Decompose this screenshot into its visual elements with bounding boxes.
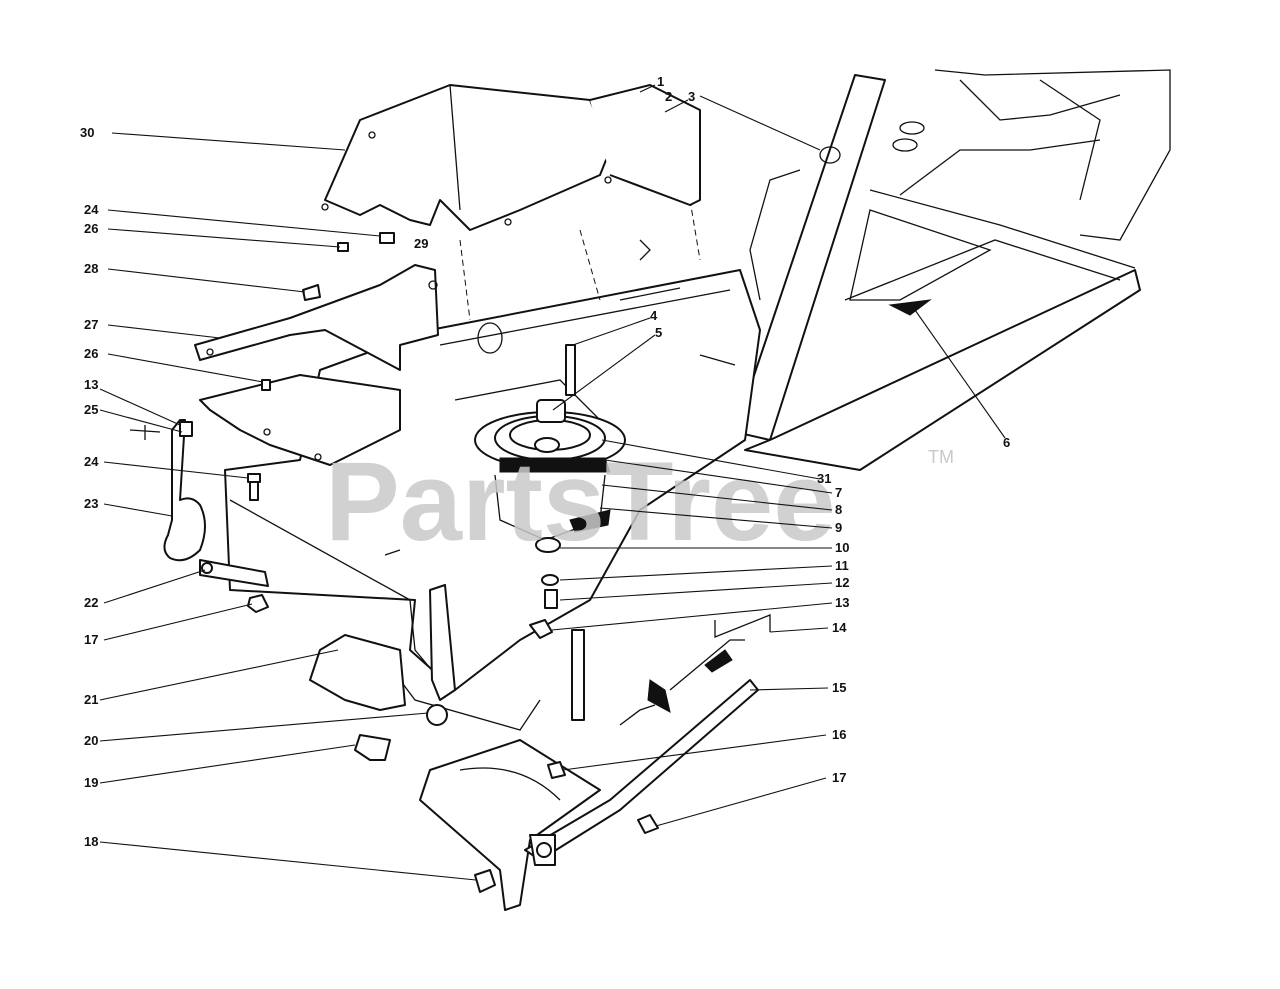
callout-12: 12 bbox=[835, 575, 849, 590]
callout-14: 14 bbox=[832, 620, 847, 635]
callout-29: 29 bbox=[414, 236, 428, 251]
callout-22: 22 bbox=[84, 595, 98, 610]
callout-25: 25 bbox=[84, 402, 98, 417]
leader-lines bbox=[99, 84, 1006, 881]
callout-16: 16 bbox=[832, 727, 846, 742]
callout-24-upper: 24 bbox=[84, 202, 99, 217]
belt-guard bbox=[321, 84, 701, 231]
callout-13-right: 13 bbox=[835, 595, 849, 610]
callout-2: 2 bbox=[665, 89, 672, 104]
watermark: PartsTree bbox=[325, 439, 836, 564]
callout-4: 4 bbox=[650, 308, 658, 323]
watermark-trademark: TM bbox=[928, 447, 954, 467]
callout-10: 10 bbox=[835, 540, 849, 555]
callout-26-upper: 26 bbox=[84, 221, 98, 236]
linkage bbox=[129, 232, 395, 613]
callout-30: 30 bbox=[80, 125, 94, 140]
callout-5: 5 bbox=[655, 325, 662, 340]
callout-3: 3 bbox=[688, 89, 695, 104]
pedal-assembly bbox=[309, 584, 771, 911]
callout-17-left: 17 bbox=[84, 632, 98, 647]
callout-21: 21 bbox=[84, 692, 98, 707]
brackets bbox=[194, 264, 439, 466]
callout-23: 23 bbox=[84, 496, 98, 511]
callout-24-lower: 24 bbox=[84, 454, 99, 469]
pulley-assembly bbox=[474, 344, 626, 639]
callout-20: 20 bbox=[84, 733, 98, 748]
callout-8: 8 bbox=[835, 502, 842, 517]
callout-13-left: 13 bbox=[84, 377, 98, 392]
callout-28: 28 bbox=[84, 261, 98, 276]
callout-31: 31 bbox=[817, 471, 831, 486]
callout-19: 19 bbox=[84, 775, 98, 790]
callout-17-right: 17 bbox=[832, 770, 846, 785]
callout-1: 1 bbox=[657, 74, 664, 89]
frame-drawing bbox=[734, 69, 1171, 471]
callout-15: 15 bbox=[832, 680, 846, 695]
callout-26-lower: 26 bbox=[84, 346, 98, 361]
callout-7: 7 bbox=[835, 485, 842, 500]
callout-labels: 1 2 3 4 5 6 7 8 9 10 11 12 13 13 14 15 1… bbox=[80, 74, 1010, 849]
callout-9: 9 bbox=[835, 520, 842, 535]
callout-6: 6 bbox=[1003, 435, 1010, 450]
callout-18: 18 bbox=[84, 834, 98, 849]
callout-11: 11 bbox=[835, 558, 849, 573]
callout-27: 27 bbox=[84, 317, 98, 332]
